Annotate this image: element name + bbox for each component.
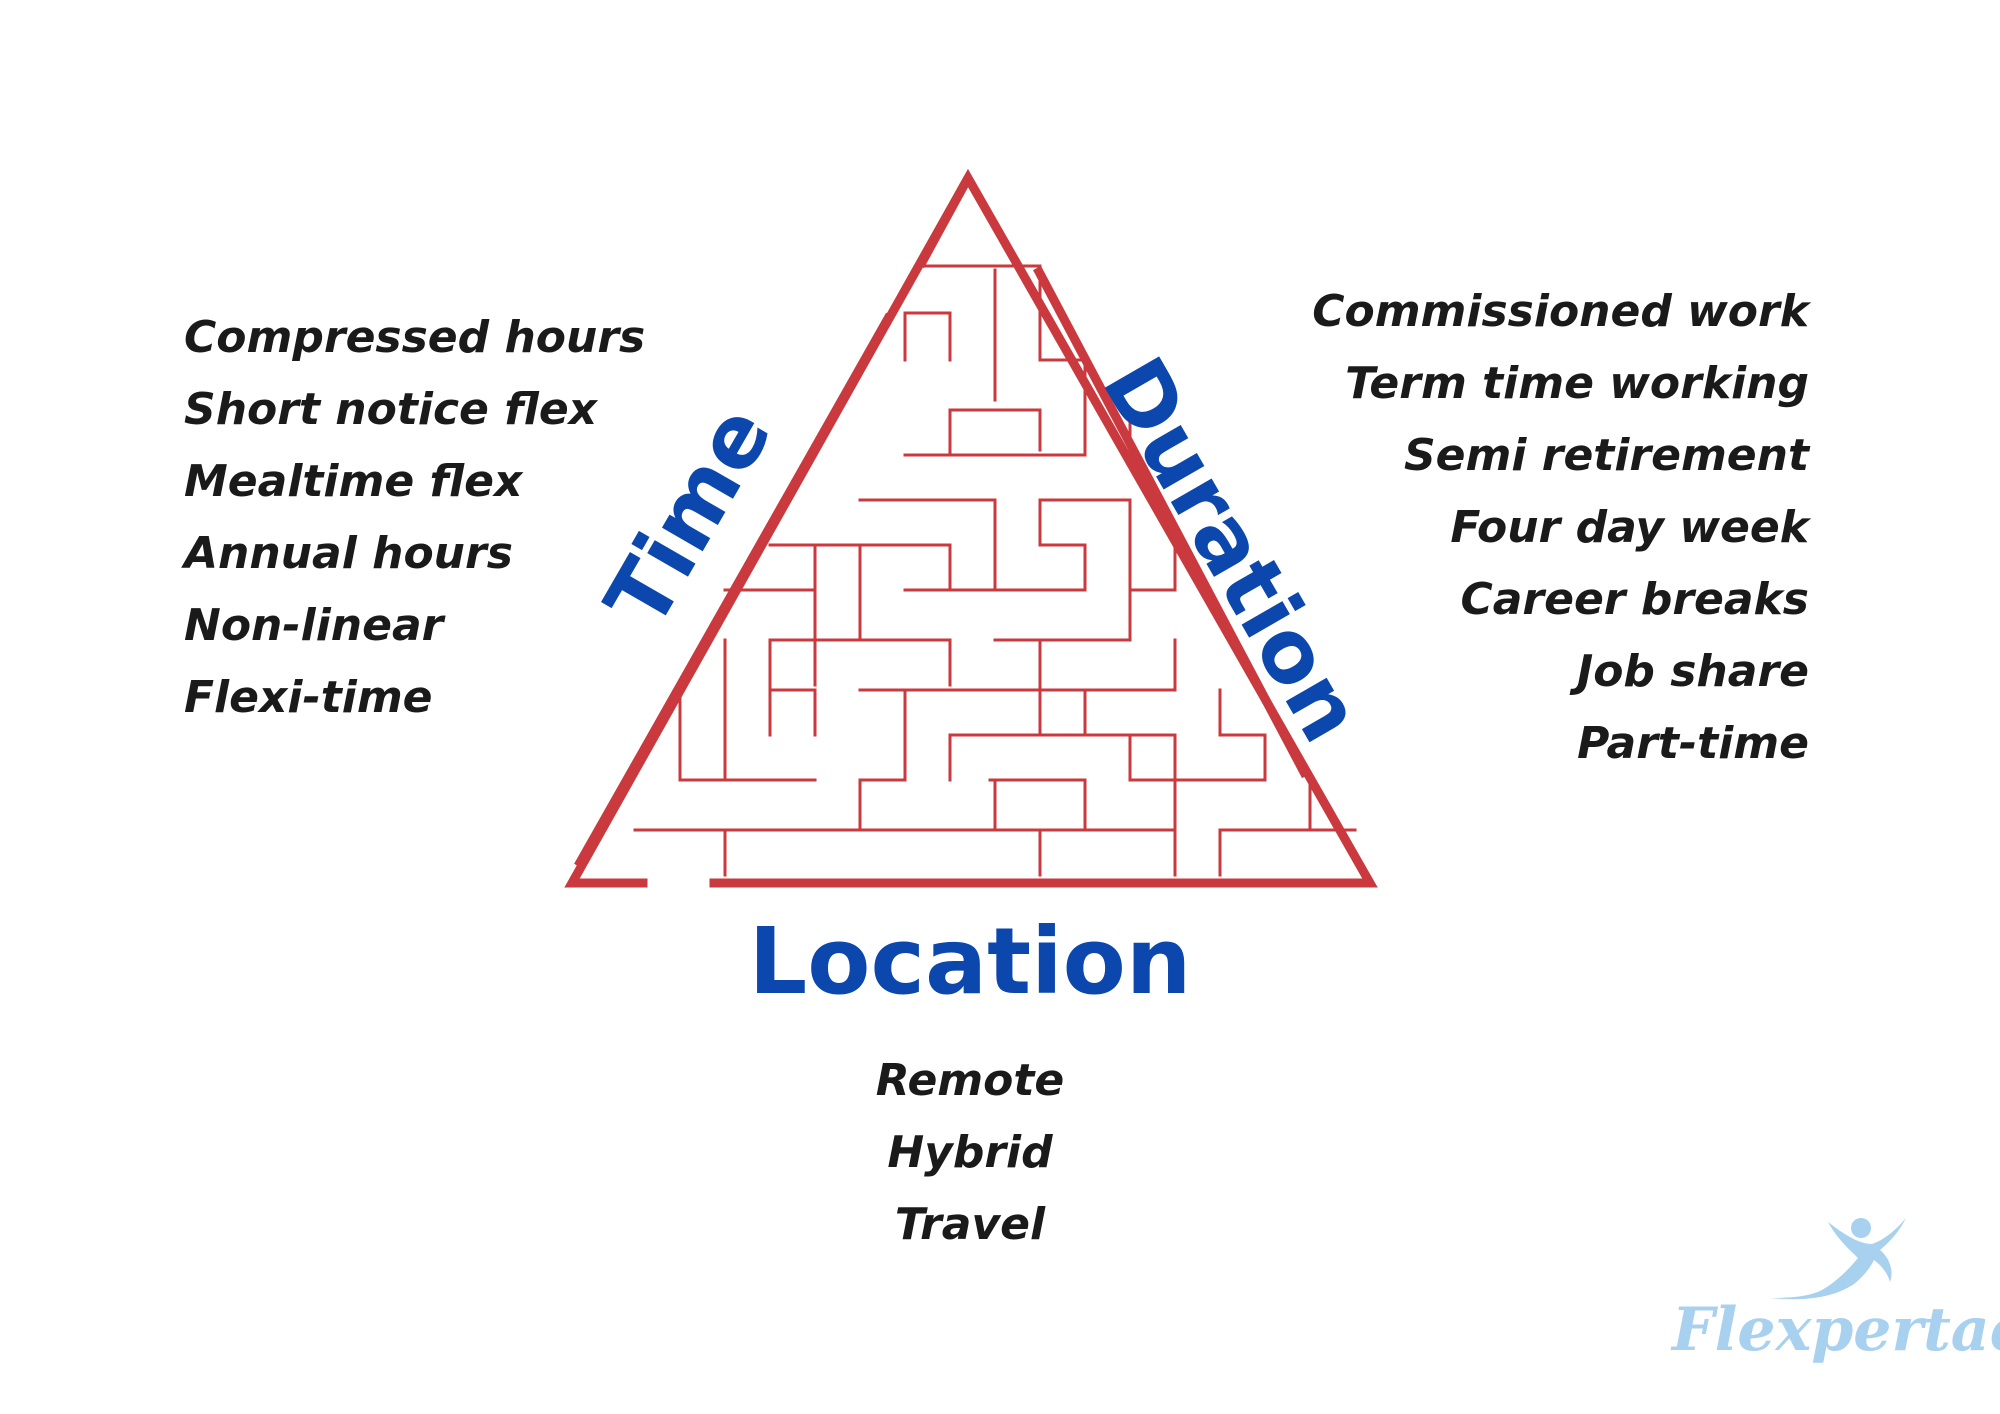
time-option: Mealtime flex [184, 456, 523, 507]
duration-options-list: Commissioned work Term time working Semi… [1312, 276, 1809, 780]
duration-option: Job share [1576, 646, 1809, 697]
duration-option: Four day week [1450, 502, 1809, 553]
time-option: Annual hours [184, 528, 513, 579]
time-option: Compressed hours [184, 312, 646, 363]
duration-option: Part-time [1577, 718, 1809, 769]
time-option: Non-linear [184, 600, 444, 651]
location-option: Travel [894, 1199, 1046, 1250]
duration-option: Semi retirement [1403, 430, 1809, 481]
location-label: Location [748, 908, 1192, 1015]
time-option: Short notice flex [184, 384, 598, 435]
duration-option: Term time working [1345, 358, 1809, 409]
location-option: Hybrid [887, 1127, 1053, 1178]
logo-wordmark: Flexpertae [1672, 1295, 2000, 1365]
time-options-list: Compressed hours Short notice flex Mealt… [184, 302, 645, 734]
flexpertae-logo-icon [1770, 1218, 1906, 1300]
time-option: Flexi-time [184, 672, 433, 723]
location-option: Remote [875, 1055, 1065, 1106]
duration-option: Commissioned work [1312, 286, 1809, 337]
maze-walls [633, 264, 1357, 877]
location-options-list: Remote Hybrid Travel [780, 1045, 1160, 1261]
duration-option: Career breaks [1460, 574, 1809, 625]
